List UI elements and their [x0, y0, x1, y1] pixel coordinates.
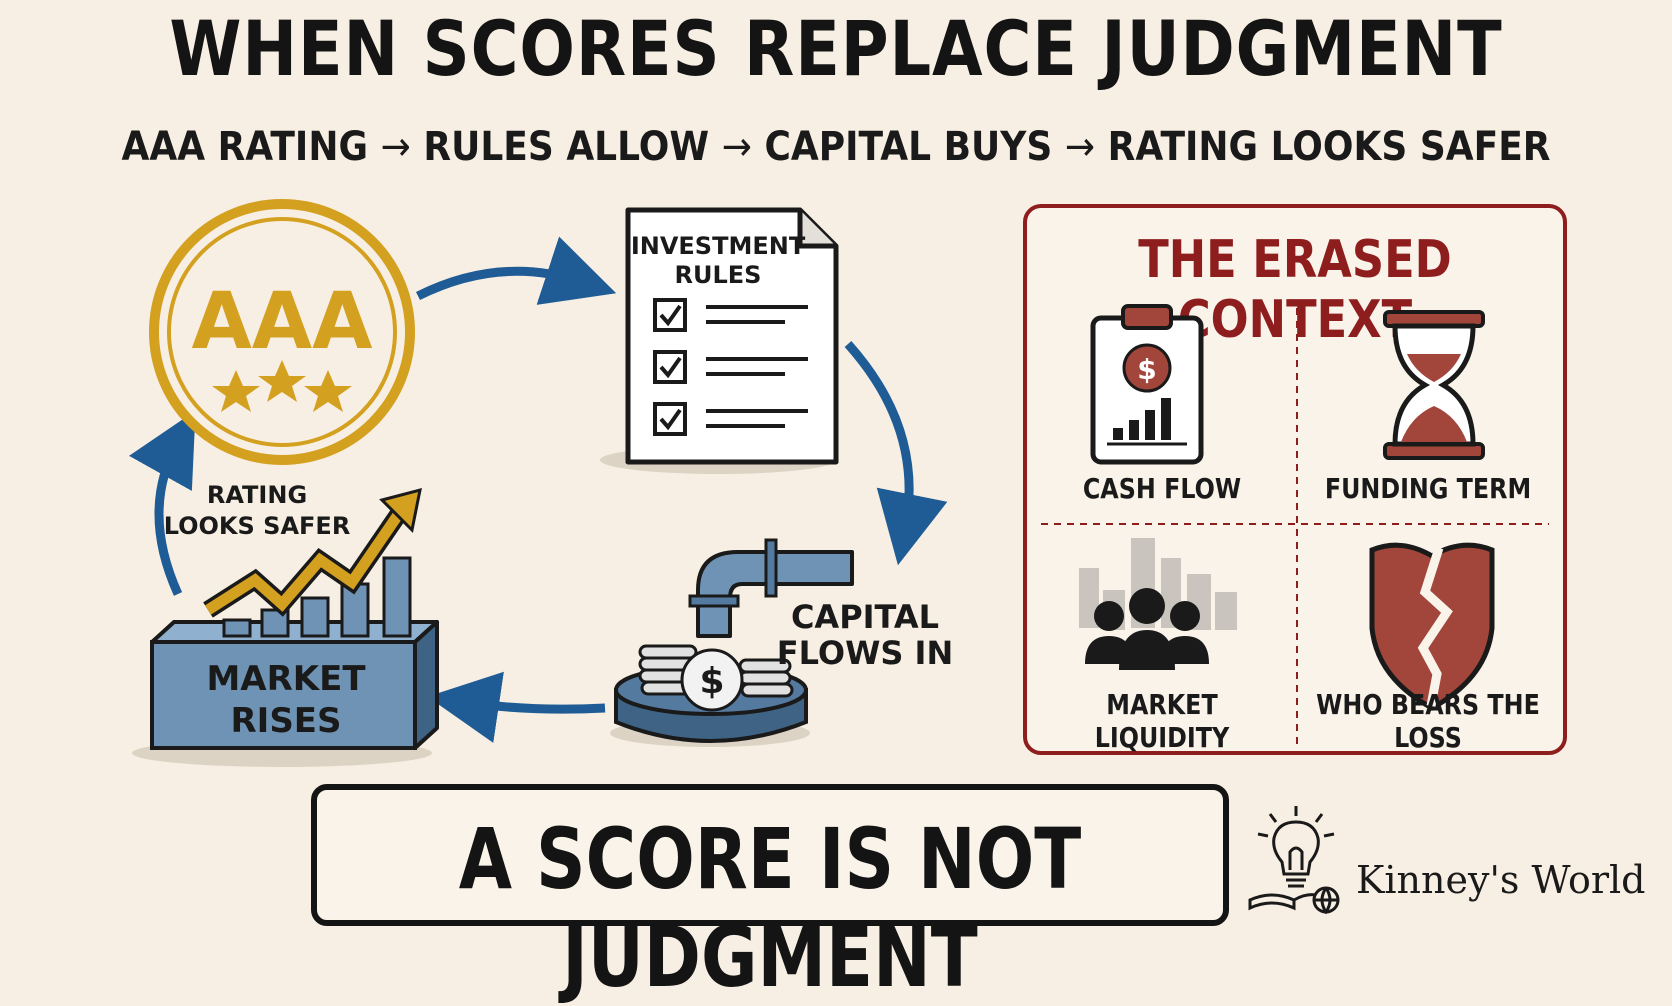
rating-safer-label-line1: RATING [207, 481, 307, 509]
rules-title-line1: INVESTMENT [631, 232, 806, 260]
broken-shield-icon [1369, 542, 1495, 711]
rating-safer-label-line2: LOOKS SAFER [164, 512, 351, 540]
arrow-capital-to-market [427, 671, 606, 743]
capital-flows-label-line1: CAPITAL [791, 598, 939, 636]
rising-bars-icon [222, 556, 412, 638]
capital-pipe-icon: $ [610, 538, 854, 747]
lightbulb-book-globe-icon [1248, 806, 1340, 914]
context-label-who-bears-the-loss: WHO BEARS THE LOSS [1316, 688, 1540, 754]
rating-stars-icon [212, 360, 352, 412]
context-label-funding-term: FUNDING TERM [1324, 472, 1532, 505]
arrow-rules-to-capital [844, 340, 948, 566]
context-grid: $ [1041, 304, 1549, 748]
cycle-diagram: AAA INVESTMENT RULES [129, 199, 953, 767]
clipboard-dollar-symbol: $ [1137, 353, 1156, 386]
flow-step-3: CAPITAL BUYS [764, 124, 1053, 170]
growth-arrow-head [379, 487, 422, 534]
coin-dollar-symbol: $ [699, 661, 724, 702]
market-rises-block: MARKET RISES [132, 620, 439, 767]
checklist-icon [653, 298, 808, 436]
capital-flows-label-line2: FLOWS IN [777, 634, 953, 672]
market-label-line1: MARKET [206, 659, 366, 699]
flow-summary: AAA RATING→RULES ALLOW→CAPITAL BUYS→RATI… [84, 124, 1589, 170]
flow-arrow-2: → [721, 124, 752, 170]
flow-step-1: AAA RATING [121, 124, 369, 170]
erased-context-panel: THE ERASED CONTEXT $ [1023, 204, 1567, 755]
market-label-line2: RISES [230, 701, 341, 741]
main-title: WHEN SCORES REPLACE JUDGMENT [169, 4, 1503, 93]
bottom-message-box: A SCORE IS NOT JUDGMENT [311, 784, 1229, 1006]
growth-arrow-icon [205, 508, 405, 615]
context-title: THE ERASED CONTEXT [1138, 230, 1452, 350]
crowd-city-icon [1079, 538, 1237, 670]
clipboard-dollar-icon: $ [1090, 304, 1204, 465]
rules-title-line2: RULES [675, 261, 762, 289]
arrow-market-to-rating [129, 410, 196, 596]
hourglass-icon [1383, 310, 1485, 460]
coin-stacks-icon [638, 644, 794, 712]
bottom-message: A SCORE IS NOT JUDGMENT [458, 810, 1082, 1006]
arrow-rating-to-rules [415, 236, 617, 305]
cycle-arrows [129, 236, 948, 743]
context-label-market-liquidity: MARKET LIQUIDITY [1094, 688, 1230, 754]
investment-rules-document: INVESTMENT RULES [600, 207, 839, 474]
flow-step-4: RATING LOOKS SAFER [1107, 124, 1551, 170]
flow-arrow-3: → [1064, 124, 1096, 170]
aaa-badge-text: AAA [191, 277, 372, 367]
aaa-badge: AAA [149, 199, 415, 465]
flow-arrow-1: → [380, 124, 411, 170]
context-label-cash-flow: CASH FLOW [1082, 472, 1242, 505]
flow-step-2: RULES ALLOW [423, 124, 710, 170]
brand-name: Kinney's World [1356, 858, 1646, 902]
